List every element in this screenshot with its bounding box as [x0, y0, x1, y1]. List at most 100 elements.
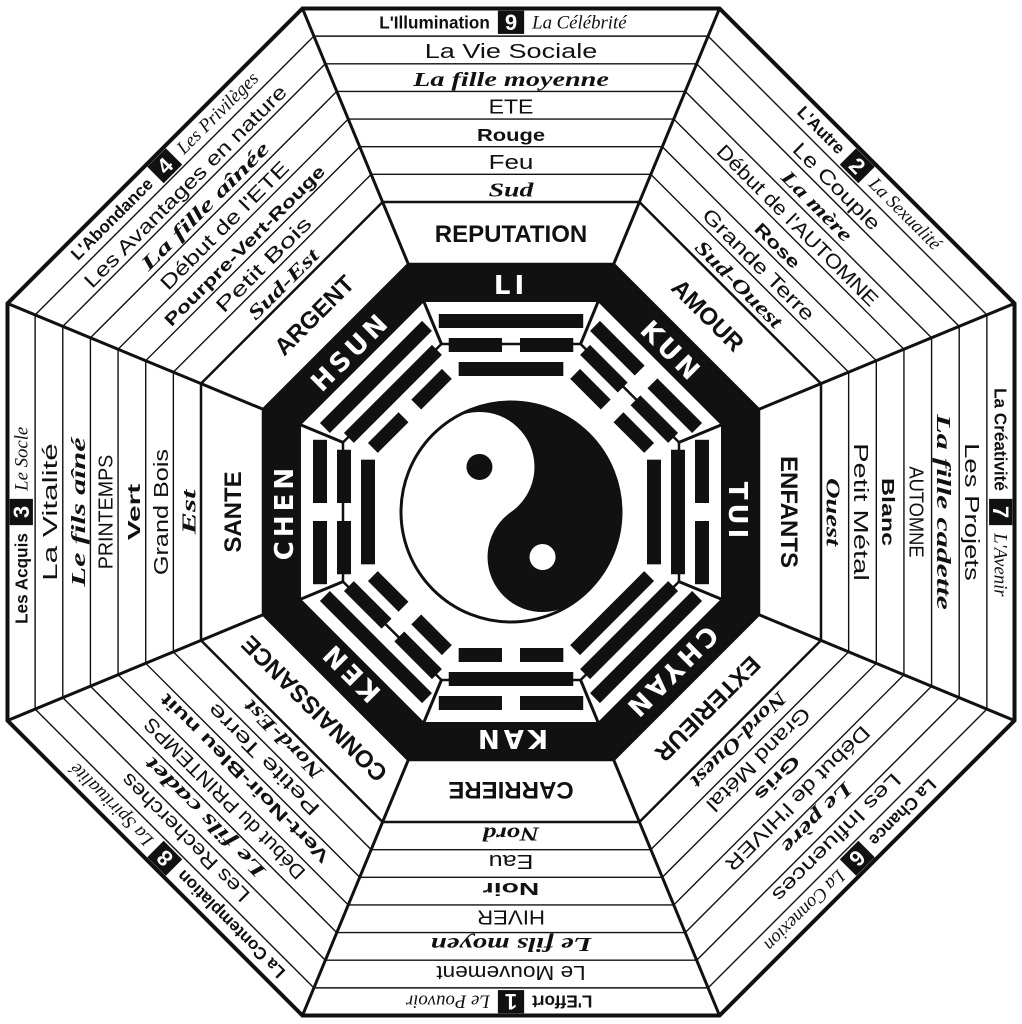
sector-number-box	[9, 498, 33, 526]
corner-label-right: Le Pouvoir	[405, 991, 491, 1012]
ring-label: Rouge	[477, 125, 545, 145]
trigram-name-band	[721, 409, 759, 615]
trigram-line-yin	[367, 571, 409, 612]
sector-spoke	[301, 7, 443, 345]
ring-label: Nord	[481, 823, 540, 845]
aspect-label: REPUTATION	[435, 221, 587, 248]
trigram-line-yin	[367, 412, 409, 453]
row-divider	[34, 708, 315, 989]
sector-number-box	[839, 148, 875, 184]
sector-spoke	[579, 679, 721, 1017]
trigram-line-yin	[695, 439, 709, 503]
ring-label: Vert	[124, 483, 144, 540]
row-divider	[673, 118, 905, 350]
ring-label: Le fils moyen	[431, 933, 593, 955]
trigram-line-yin	[520, 648, 564, 662]
ring-label: AUTOMNE	[904, 466, 926, 557]
trigram-line-yin	[590, 320, 645, 376]
aspect-label: ENFANTS	[775, 456, 802, 568]
sector-spoke	[579, 7, 721, 345]
row-divider	[650, 651, 850, 851]
row-divider	[62, 63, 326, 327]
row-divider	[707, 708, 988, 989]
trigram-name: CHEN	[270, 464, 300, 560]
corner-label-right: La Célébrité	[531, 12, 628, 33]
sector-spoke	[301, 679, 443, 1017]
sector-number: 7	[988, 506, 1013, 518]
row-divider	[707, 35, 988, 316]
row-divider	[172, 173, 372, 373]
sector-spoke	[6, 580, 344, 722]
row-divider	[34, 35, 315, 316]
octagon-structure	[5, 6, 1017, 1018]
ring-label: Feu	[489, 152, 534, 174]
row-divider	[684, 685, 933, 934]
trigram-line-yang	[361, 459, 375, 565]
row-divider	[117, 118, 349, 350]
row-divider	[145, 146, 361, 362]
yin-yang-body	[447, 402, 621, 612]
ring-label: Petit Métal	[849, 443, 871, 581]
row-divider	[673, 674, 905, 906]
sector-number-box	[989, 498, 1013, 526]
row-divider	[89, 90, 338, 339]
sector-number-box	[147, 148, 183, 184]
ring-label: Grand Bois	[151, 449, 173, 575]
trigram-line-yang	[647, 459, 661, 565]
ring-label: Le Mouvement	[436, 961, 586, 983]
corner-label-right: Le Socle	[11, 427, 32, 492]
yin-half	[447, 402, 621, 612]
trigram-name: KAN	[474, 723, 548, 753]
trigram-line-yin	[520, 696, 584, 710]
ring-label: La Vitalité	[40, 443, 62, 581]
trigram-line-yang	[458, 362, 564, 376]
ring-label: ETE	[489, 97, 534, 119]
trigram-line-yang	[319, 591, 432, 704]
trigram-name: TUI	[722, 482, 752, 543]
trigram-name-band	[408, 264, 614, 302]
ring-label: Blanc	[878, 478, 898, 547]
trigram-name-band	[262, 263, 425, 426]
sector-number: 9	[505, 10, 517, 35]
sector-number: 1	[505, 989, 517, 1014]
trigram-line-yang	[590, 591, 703, 704]
yin-yang-icon	[399, 400, 623, 624]
row-divider	[172, 651, 372, 851]
ring-label: La fille moyenne	[412, 69, 609, 91]
trigram-line-yin	[411, 614, 452, 656]
sector-spoke	[678, 302, 1016, 444]
trigram-name-band	[262, 598, 425, 761]
trigram-name: LI	[494, 271, 528, 301]
row-divider	[62, 697, 326, 961]
corner-label-left: L'Illumination	[379, 12, 490, 32]
sector-number: 3	[9, 506, 34, 518]
ring-label: La Vie Sociale	[425, 41, 598, 63]
corner-label-left: La Créativité	[991, 388, 1011, 491]
trigram-line-yin	[570, 368, 611, 410]
row-divider	[661, 146, 877, 362]
trigram-name-band	[263, 409, 301, 615]
ring-label: La fille cadette	[932, 413, 954, 611]
ring-label: Sud	[489, 179, 535, 201]
trigram-line-yin	[613, 412, 655, 453]
sector-number-box	[497, 10, 525, 34]
ring-label: Le fils aîné	[68, 435, 90, 588]
row-divider	[117, 674, 349, 906]
ring-label: Ouest	[822, 478, 844, 548]
ring-label: Noir	[482, 879, 539, 899]
sector-number-box	[839, 840, 875, 876]
trigram-line-yin	[647, 378, 703, 433]
yin-dot	[466, 453, 493, 480]
trigram-line-yin	[695, 521, 709, 585]
ring-label: Eau	[489, 850, 534, 872]
trigram-name-band	[597, 598, 760, 761]
row-divider	[145, 662, 361, 878]
ring-label: Est	[178, 487, 200, 536]
row-divider	[89, 685, 338, 934]
sector-spoke	[678, 580, 1016, 722]
row-divider	[696, 63, 960, 327]
sector-spoke	[6, 302, 344, 444]
yang-dot	[529, 544, 556, 571]
